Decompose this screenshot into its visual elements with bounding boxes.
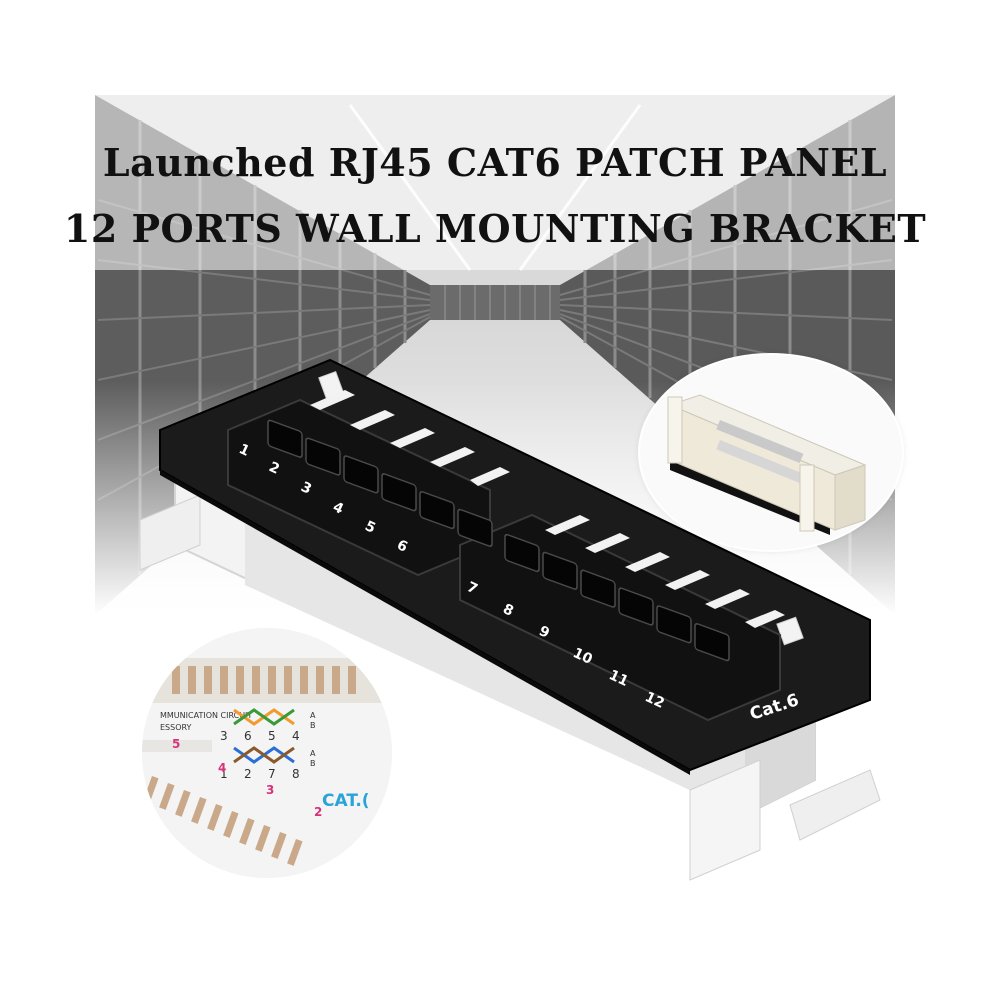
ab-mark: A xyxy=(310,711,316,720)
wiring-diagram xyxy=(233,708,295,764)
ab-mark: A xyxy=(310,749,316,758)
pin-number: 1 xyxy=(220,767,228,781)
ab-mark: B xyxy=(310,721,316,730)
inset-label-2: ESSORY xyxy=(160,723,192,732)
block-number: 4 xyxy=(218,761,226,775)
inset-punchdown-closeup: MMUNICATION CIRCUIT ESSORY 3 6 5 4 1 2 7… xyxy=(142,628,392,878)
block-number: 3 xyxy=(266,783,274,797)
inset-cat-label: CAT.( xyxy=(322,791,370,811)
port-number: 10 xyxy=(570,645,595,668)
block-number: 2 xyxy=(314,805,322,819)
headline-line-1: Launched RJ45 CAT6 PATCH PANEL xyxy=(102,140,888,185)
pin-number: 3 xyxy=(220,729,228,743)
port-number: 11 xyxy=(606,667,630,690)
block-number: 5 xyxy=(172,737,180,751)
inset-side-view-drawing xyxy=(667,394,867,535)
inset-punchdown-drawing: MMUNICATION CIRCUIT ESSORY 3 6 5 4 1 2 7… xyxy=(142,628,392,878)
pin-number: 6 xyxy=(244,729,252,743)
inset-side-view xyxy=(640,355,902,550)
port-number: 12 xyxy=(642,689,666,712)
pin-number: 7 xyxy=(268,767,276,781)
ab-mark: B xyxy=(310,759,316,768)
pin-number: 2 xyxy=(244,767,252,781)
pin-number: 4 xyxy=(292,729,300,743)
headline-line-2: 12 PORTS WALL MOUNTING BRACKET xyxy=(63,206,927,251)
pin-number: 5 xyxy=(268,729,276,743)
inset-label-1: MMUNICATION CIRCUIT xyxy=(160,711,252,720)
pin-number: 8 xyxy=(292,767,300,781)
rj45-jacks xyxy=(267,419,730,662)
